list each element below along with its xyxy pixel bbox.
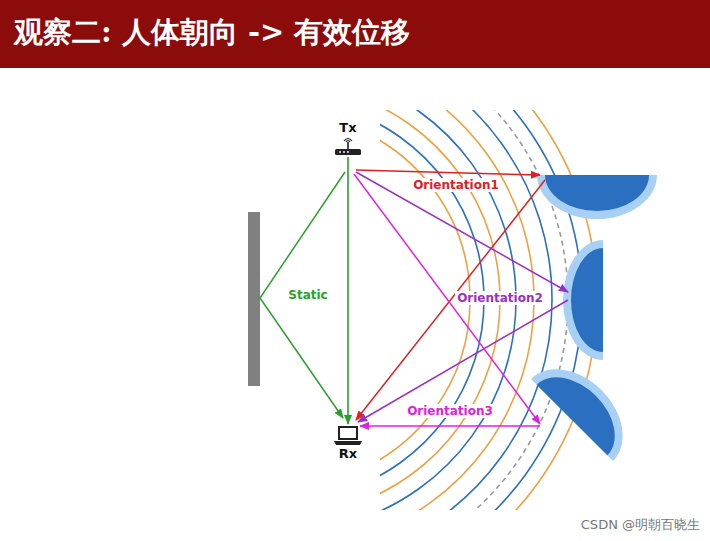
wall [248,212,260,386]
human-body [531,175,657,461]
wave-arc [380,110,552,510]
path-label: Orientation1 [411,178,501,192]
wave-arc [380,110,500,505]
path-label: Orientation3 [405,404,495,418]
signal-paths [260,170,568,426]
receiver: Rx [331,424,365,461]
wave-arc [380,110,568,510]
watermark: CSDN @明朝百晓生 [579,518,702,532]
path-label: Orientation2 [455,291,545,305]
direct-path [347,157,349,424]
device-label: Tx [331,120,365,135]
slide-title: 观察二: 人体朝向 -> 有效位移 [14,13,410,53]
path-label: Static [286,288,329,302]
wave-arc [380,110,516,510]
wave-arc [380,110,534,510]
laptop-icon [333,424,363,446]
transmitter: Tx [331,120,365,157]
router-icon [333,135,363,157]
device-label: Rx [331,446,365,461]
